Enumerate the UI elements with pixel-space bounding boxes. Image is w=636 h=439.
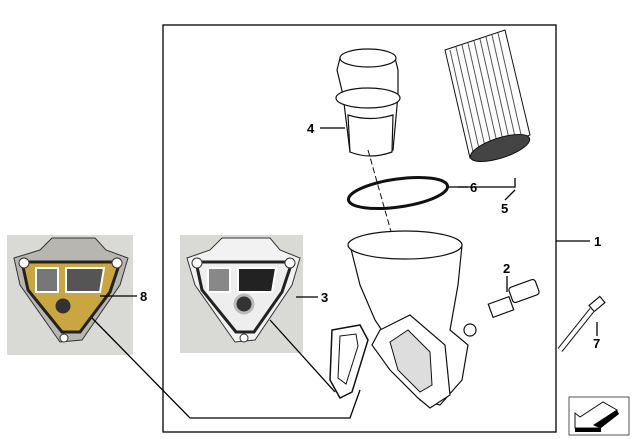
o-ring — [346, 175, 450, 211]
photo-gasket-3 — [180, 235, 303, 353]
oil-sensor — [487, 278, 540, 319]
callout-4: 4 — [307, 121, 315, 136]
gasket-inner — [337, 333, 359, 385]
callout-6: 6 — [470, 180, 477, 195]
callout-2: 2 — [503, 261, 510, 276]
filter-cap — [335, 48, 401, 157]
callout-1: 1 — [594, 234, 601, 249]
centerline — [367, 149, 393, 236]
orientation-arrow-button[interactable] — [568, 396, 630, 436]
arrow-icon — [574, 401, 618, 429]
filter-housing — [347, 230, 477, 409]
callout-5: 5 — [501, 201, 508, 216]
leader-lines — [91, 127, 598, 419]
photo-gasket-8 — [7, 235, 133, 355]
bolt — [557, 295, 606, 352]
callout-7: 7 — [593, 336, 600, 351]
filter-element — [444, 29, 531, 162]
callout-3: 3 — [321, 290, 328, 305]
callout-8: 8 — [140, 289, 147, 304]
assembly-frame — [162, 24, 557, 433]
gasket — [329, 324, 369, 399]
